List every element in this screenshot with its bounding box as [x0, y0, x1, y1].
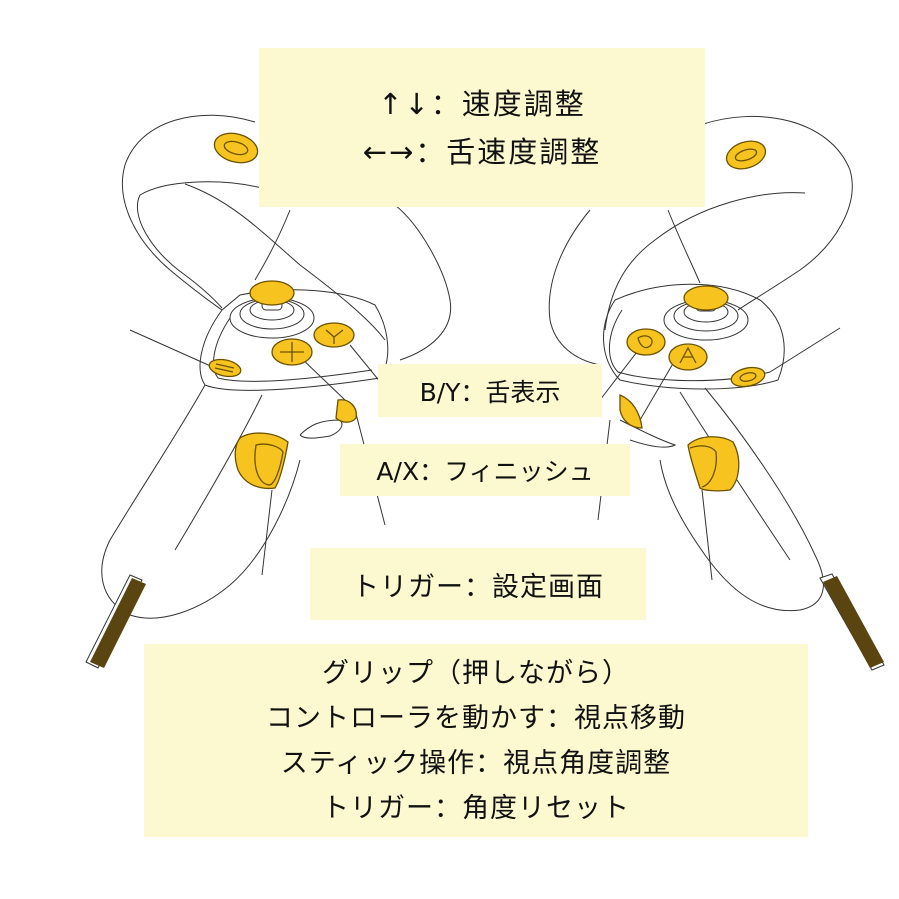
right-grip-button	[687, 436, 740, 492]
right-trigger	[619, 394, 643, 429]
right-b-button	[626, 328, 666, 356]
grip-trigger-text: トリガー：角度リセット	[322, 792, 630, 824]
right-a-button	[668, 343, 708, 371]
by-button-label: B/Y：舌表示	[378, 364, 602, 417]
left-grip-button	[234, 432, 289, 490]
trigger-label: トリガー：設定画面	[310, 548, 646, 620]
stick-up-down-text: ↑↓：速度調整	[378, 86, 586, 121]
left-trigger	[335, 399, 357, 423]
trigger-text: トリガー：設定画面	[352, 571, 604, 603]
grip-move-text: コントローラを動かす：視点移動	[266, 702, 686, 734]
ax-button-label: A/X：フィニッシュ	[340, 444, 630, 496]
right-oculus-button	[730, 366, 766, 388]
left-y-button	[313, 322, 355, 348]
grip-heading-text: グリップ（押しながら）	[322, 657, 630, 689]
by-button-text: B/Y：舌表示	[419, 377, 561, 407]
grip-label: グリップ（押しながら） コントローラを動かす：視点移動 スティック操作：視点角度…	[144, 644, 808, 837]
left-strap	[85, 574, 146, 669]
stick-directions-label: ↑↓：速度調整 ←→：舌速度調整	[259, 48, 705, 207]
left-x-button	[271, 338, 313, 366]
right-thumbstick-cap	[683, 285, 729, 311]
left-menu-button	[208, 358, 242, 378]
stick-left-right-text: ←→：舌速度調整	[362, 134, 602, 169]
right-strap	[819, 573, 885, 671]
ax-button-text: A/X：フィニッシュ	[376, 457, 594, 486]
left-thumbstick-cap	[249, 280, 295, 306]
right-system-button	[725, 140, 767, 170]
right-controller	[548, 115, 853, 612]
grip-stick-text: スティック操作：視点角度調整	[280, 747, 672, 779]
left-system-button	[213, 132, 259, 164]
